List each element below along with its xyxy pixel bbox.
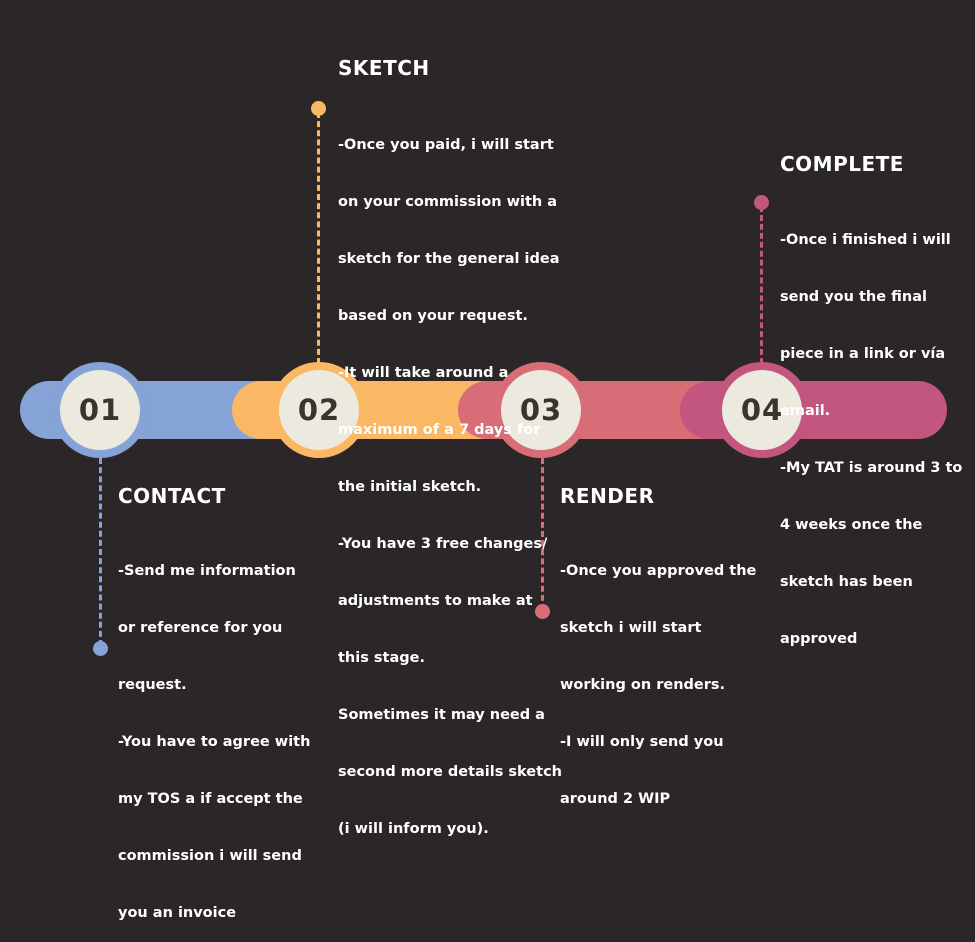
step-description-complete: -Once i finished i will send you the fin… — [780, 193, 962, 668]
description-line: sketch for the general idea — [338, 251, 560, 267]
step-circle-1: 01 — [52, 362, 148, 458]
description-line: -You have 3 free changes/ — [338, 536, 548, 552]
description-line: my TOS a if accept the — [118, 791, 303, 807]
step-number-2: 02 — [279, 370, 359, 450]
connector-step-4 — [760, 206, 763, 364]
connector-step-3 — [541, 458, 544, 610]
description-line: -It will take around a — [338, 365, 509, 381]
description-line: you an invoice — [118, 905, 237, 921]
connector-step-1 — [99, 458, 102, 646]
description-line: sketch i will start — [560, 620, 702, 636]
step-circle-4: 04 — [714, 362, 810, 458]
description-line: second more details sketch — [338, 764, 562, 780]
connector-dot-step-1 — [93, 641, 108, 656]
connector-step-2 — [317, 112, 320, 364]
description-line: sketch has been — [780, 574, 913, 590]
description-line: 4 weeks once the — [780, 517, 923, 533]
description-line: Sometimes it may need a — [338, 707, 545, 723]
description-line: -Once i finished i will — [780, 232, 951, 248]
description-line: maximum of a 7 days for — [338, 422, 541, 438]
description-line: -Once you approved the — [560, 563, 757, 579]
description-line: adjustments to make at — [338, 593, 533, 609]
description-line: (i will inform you). — [338, 821, 489, 837]
description-line: working on renders. — [560, 677, 726, 693]
step-number-4: 04 — [722, 370, 802, 450]
description-line: -I will only send you — [560, 734, 724, 750]
step-title-sketch: SKETCH — [338, 56, 430, 80]
description-line: based on your request. — [338, 308, 528, 324]
step-title-render: RENDER — [560, 484, 655, 508]
description-line: commission i will send — [118, 848, 302, 864]
step-title-contact: CONTACT — [118, 484, 226, 508]
description-line: -Send me information — [118, 563, 296, 579]
step-description-sketch: -Once you paid, i will start on your com… — [338, 98, 562, 858]
description-line: -My TAT is around 3 to — [780, 460, 963, 476]
description-line: the initial sketch. — [338, 479, 482, 495]
step-circle-2: 02 — [271, 362, 367, 458]
description-line: -Once you paid, i will start — [338, 137, 554, 153]
description-line: piece in a link or vía — [780, 346, 946, 362]
step-number-3: 03 — [501, 370, 581, 450]
connector-dot-step-3 — [535, 604, 550, 619]
description-line: request. — [118, 677, 187, 693]
description-line: on your commission with a — [338, 194, 558, 210]
step-description-contact: -Send me information or reference for yo… — [118, 524, 310, 942]
description-line: approved — [780, 631, 858, 647]
description-line: around 2 WIP — [560, 791, 671, 807]
description-line: -You have to agree with — [118, 734, 311, 750]
description-line: or reference for you — [118, 620, 283, 636]
step-description-render: -Once you approved the sketch i will sta… — [560, 524, 756, 828]
step-circle-3: 03 — [493, 362, 589, 458]
description-line: send you the final — [780, 289, 927, 305]
description-line: email. — [780, 403, 831, 419]
description-line: this stage. — [338, 650, 425, 666]
connector-dot-step-4 — [754, 195, 769, 210]
step-number-1: 01 — [60, 370, 140, 450]
step-title-complete: COMPLETE — [780, 152, 904, 176]
connector-dot-step-2 — [311, 101, 326, 116]
